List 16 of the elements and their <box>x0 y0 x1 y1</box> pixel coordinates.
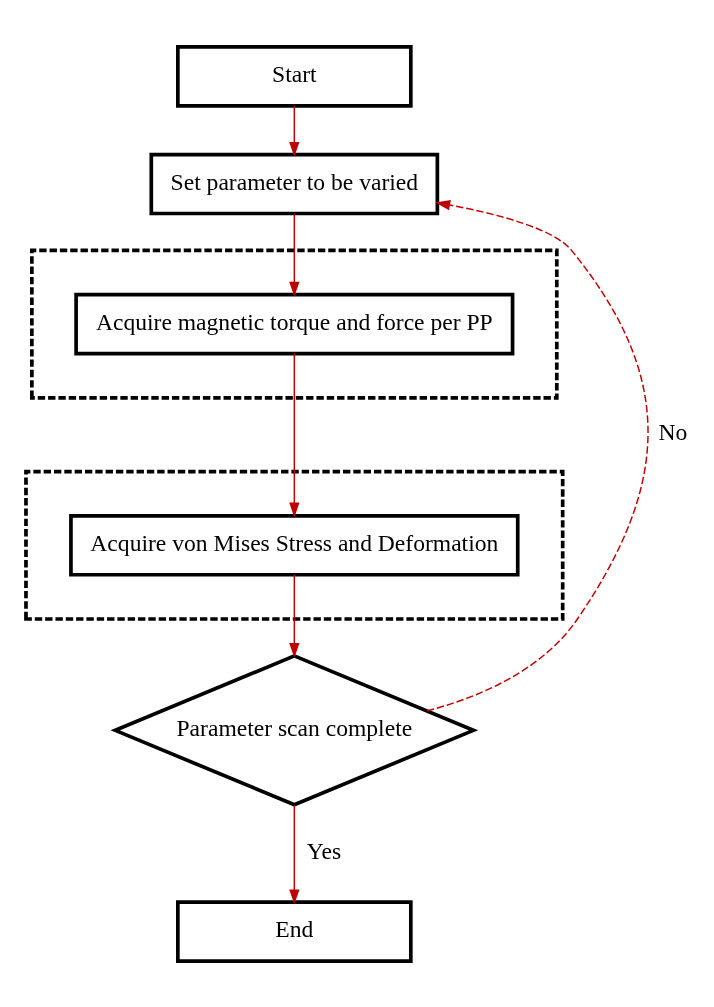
edge-label: Yes <box>306 837 342 864</box>
arrow <box>289 352 300 517</box>
arrow <box>289 212 300 296</box>
node-box: Set parameter to be varied <box>149 152 440 215</box>
cluster <box>30 248 559 400</box>
cluster <box>24 469 565 621</box>
arrow <box>426 199 649 712</box>
arrow <box>289 104 300 157</box>
arrow <box>289 573 300 658</box>
node-box: End <box>176 899 413 963</box>
node-box: Start <box>176 44 413 108</box>
node-box: Acquire von Mises Stress and Deformation <box>69 513 520 577</box>
node-box: Acquire magnetic torque and force per PP <box>74 292 515 355</box>
node-diamond: Parameter scan complete <box>110 653 479 807</box>
arrow <box>289 803 300 904</box>
edge-label: No <box>658 418 688 445</box>
